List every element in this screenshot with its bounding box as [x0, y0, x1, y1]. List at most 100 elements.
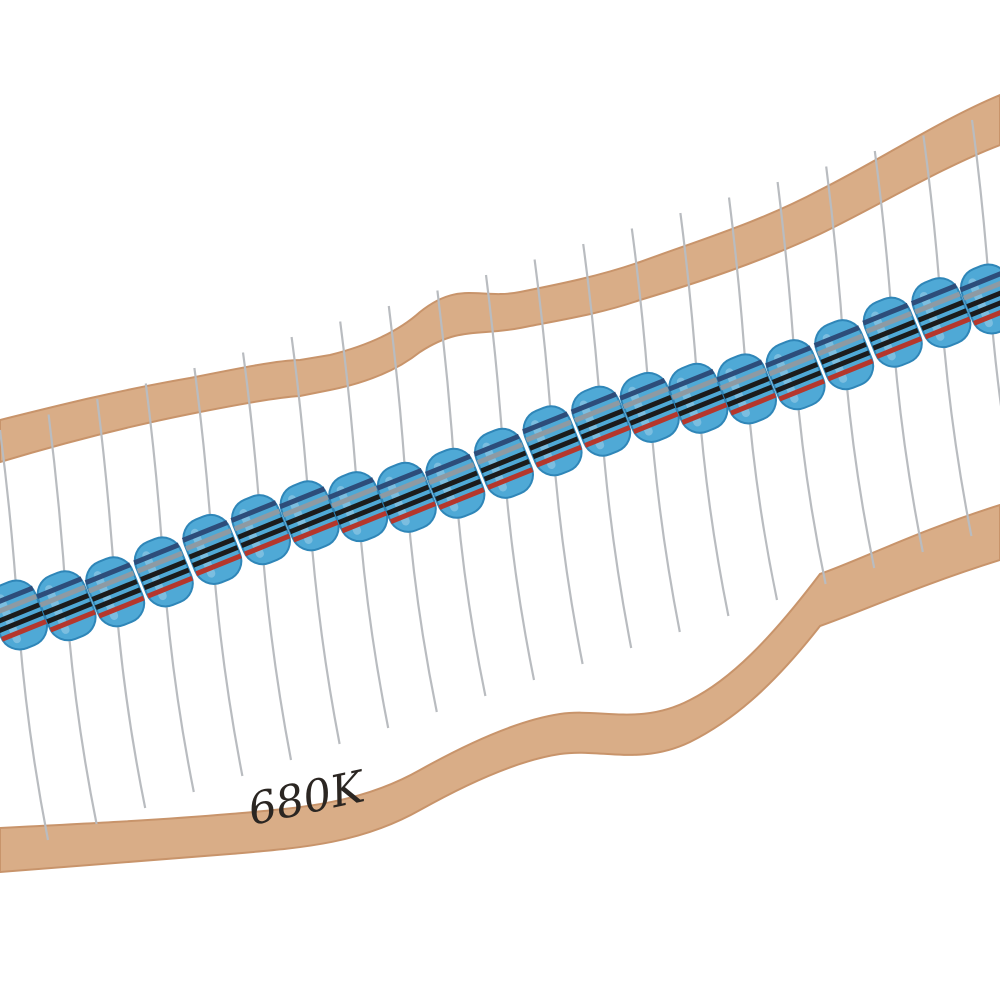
resistor-body — [813, 319, 875, 391]
resistor-color-band — [865, 311, 913, 334]
resistor-body — [910, 277, 972, 349]
resistor-color-band — [337, 502, 385, 525]
resistor-color-band — [233, 508, 281, 532]
resistor-color-band — [827, 358, 874, 382]
resistor-body — [959, 263, 1000, 335]
resistor-color-band — [622, 386, 670, 409]
resistor-color-band — [94, 587, 142, 611]
resistor-body — [765, 339, 826, 411]
resistor-body — [84, 556, 146, 628]
resistor-color-band — [522, 411, 569, 435]
resistor-color-band — [775, 370, 822, 393]
resistor-color-band — [570, 391, 618, 415]
resistor-color-band — [237, 516, 284, 540]
resistor-color-band — [282, 494, 329, 518]
resistor-color-band — [626, 394, 673, 418]
resistor — [133, 383, 195, 793]
resistor-color-band — [823, 350, 871, 373]
resistor — [424, 290, 487, 697]
resistor — [327, 321, 390, 729]
resistor-color-band — [872, 327, 919, 351]
resistor-color-band — [674, 385, 722, 409]
resistor-color-band — [862, 302, 909, 326]
resistor-color-band — [424, 453, 472, 477]
resistor-color-band — [192, 545, 239, 568]
resistor — [522, 259, 584, 665]
resistor-color-band — [813, 325, 861, 348]
resistor-color-band — [584, 425, 631, 448]
resistor-color-band — [681, 402, 728, 425]
resistor-color-band — [243, 533, 291, 557]
resistor-color-band — [632, 411, 680, 435]
resistor-color-band — [36, 576, 83, 599]
resistor-color-band — [181, 520, 229, 543]
tape-bottom-strip — [0, 503, 1000, 874]
tape-top-strip — [0, 93, 1000, 464]
resistor-color-band — [136, 550, 184, 574]
resistor — [376, 305, 438, 713]
resistor-color-band — [532, 436, 579, 460]
resistor-color-band — [619, 378, 666, 401]
resistor-body — [522, 405, 583, 477]
resistor-color-band — [331, 485, 378, 509]
resistor-color-band — [820, 341, 867, 365]
resistor-color-band — [285, 503, 333, 526]
resistor-color-band — [435, 478, 482, 502]
resistor-color-band — [143, 567, 190, 591]
resistor-color-band — [771, 362, 819, 385]
resistor-body — [327, 471, 389, 543]
resistor-color-band — [428, 462, 475, 485]
resistor-color-band — [719, 367, 767, 391]
resistor-color-band — [341, 510, 388, 534]
resistor-body — [424, 447, 486, 519]
resistor-color-band — [279, 486, 326, 510]
resistor — [570, 243, 633, 649]
resistor-row — [0, 119, 1000, 841]
resistor-color-band — [188, 536, 236, 560]
resistor-color-band — [473, 433, 520, 457]
resistor-color-band — [577, 408, 624, 432]
resistor-color-band — [91, 579, 138, 602]
resistor-color-band — [240, 525, 287, 548]
resistor-color-band — [0, 593, 38, 617]
resistor — [910, 135, 973, 537]
resistor-color-band — [0, 610, 44, 634]
resistor-color-band — [765, 345, 812, 368]
resistor-color-band — [528, 428, 576, 451]
resistor-color-band — [327, 477, 375, 500]
resistor-color-band — [49, 609, 96, 633]
resistor-color-band — [376, 467, 423, 491]
resistor-body — [570, 385, 632, 457]
resistor — [230, 352, 293, 761]
resistor-color-band — [476, 442, 524, 465]
resistor-color-band — [959, 269, 1000, 293]
resistor-color-band — [480, 450, 527, 474]
resistor-color-band — [966, 286, 1000, 309]
resistor — [813, 166, 876, 569]
resistor-color-band — [917, 299, 965, 323]
resistor — [959, 119, 1000, 407]
resistor-color-band — [768, 353, 815, 377]
resistor-body — [862, 296, 923, 368]
resistor-body — [36, 570, 97, 642]
resistor-body — [376, 461, 437, 533]
resistor-color-band — [580, 416, 628, 440]
resistor-color-band — [969, 294, 1000, 318]
resistor-color-band — [483, 458, 530, 482]
resistor — [667, 212, 730, 617]
resistor-color-band — [0, 618, 48, 642]
resistor-body — [279, 480, 340, 552]
resistor-color-band — [716, 359, 763, 383]
resistor-color-band — [133, 542, 180, 566]
resistor-color-band — [962, 277, 1000, 301]
resistor-color-band — [146, 575, 194, 599]
resistor — [716, 197, 779, 601]
resistor — [862, 150, 924, 553]
resistor-body — [473, 427, 534, 499]
resistor-color-band — [924, 316, 971, 340]
resistor-color-band — [629, 403, 676, 426]
resistor-color-band — [535, 444, 582, 468]
resistor-color-band — [574, 400, 621, 423]
resistor-color-band — [921, 308, 968, 331]
resistor — [181, 367, 244, 777]
